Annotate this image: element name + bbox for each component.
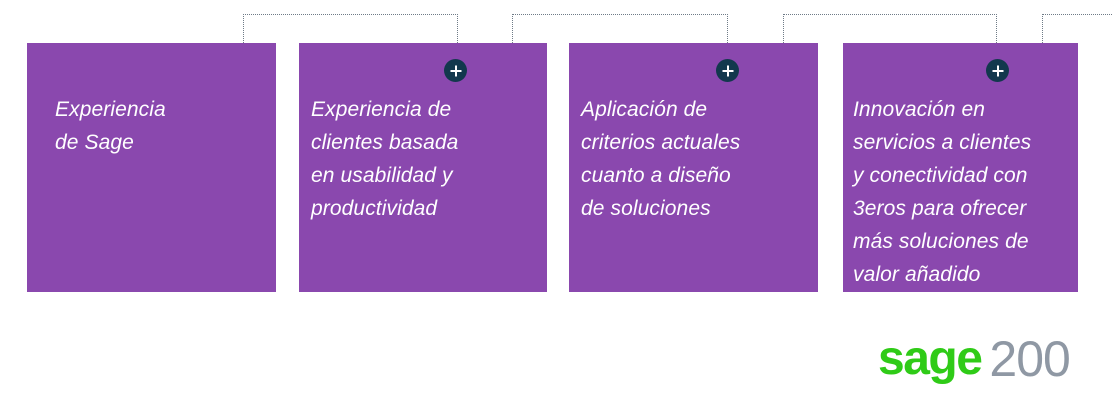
card-text: Experiencia de clientes basada en usabil… <box>311 98 459 220</box>
connector-line <box>1042 14 1112 43</box>
logo-product: 200 <box>989 331 1070 387</box>
card-text: Innovación en servicios a clientes y con… <box>853 98 1032 286</box>
card-text: Experiencia de Sage <box>55 98 166 154</box>
plus-icon[interactable] <box>444 59 467 82</box>
connector-line <box>512 14 728 43</box>
sage-200-logo: sage 200 <box>878 331 1071 403</box>
stage-card-4: Innovación en servicios a clientes y con… <box>843 43 1078 292</box>
stage-card-3: Aplicación de criterios actuales cuanto … <box>569 43 818 292</box>
stage-card-2: Experiencia de clientes basada en usabil… <box>299 43 547 292</box>
connector-line <box>243 14 458 43</box>
plus-icon[interactable] <box>986 59 1009 82</box>
plus-icon[interactable] <box>716 59 739 82</box>
card-text: Aplicación de criterios actuales cuanto … <box>581 98 741 220</box>
logo-brand: sage <box>878 332 983 385</box>
stage-card-1: Experiencia de Sage <box>27 43 276 292</box>
connector-line <box>783 14 997 43</box>
